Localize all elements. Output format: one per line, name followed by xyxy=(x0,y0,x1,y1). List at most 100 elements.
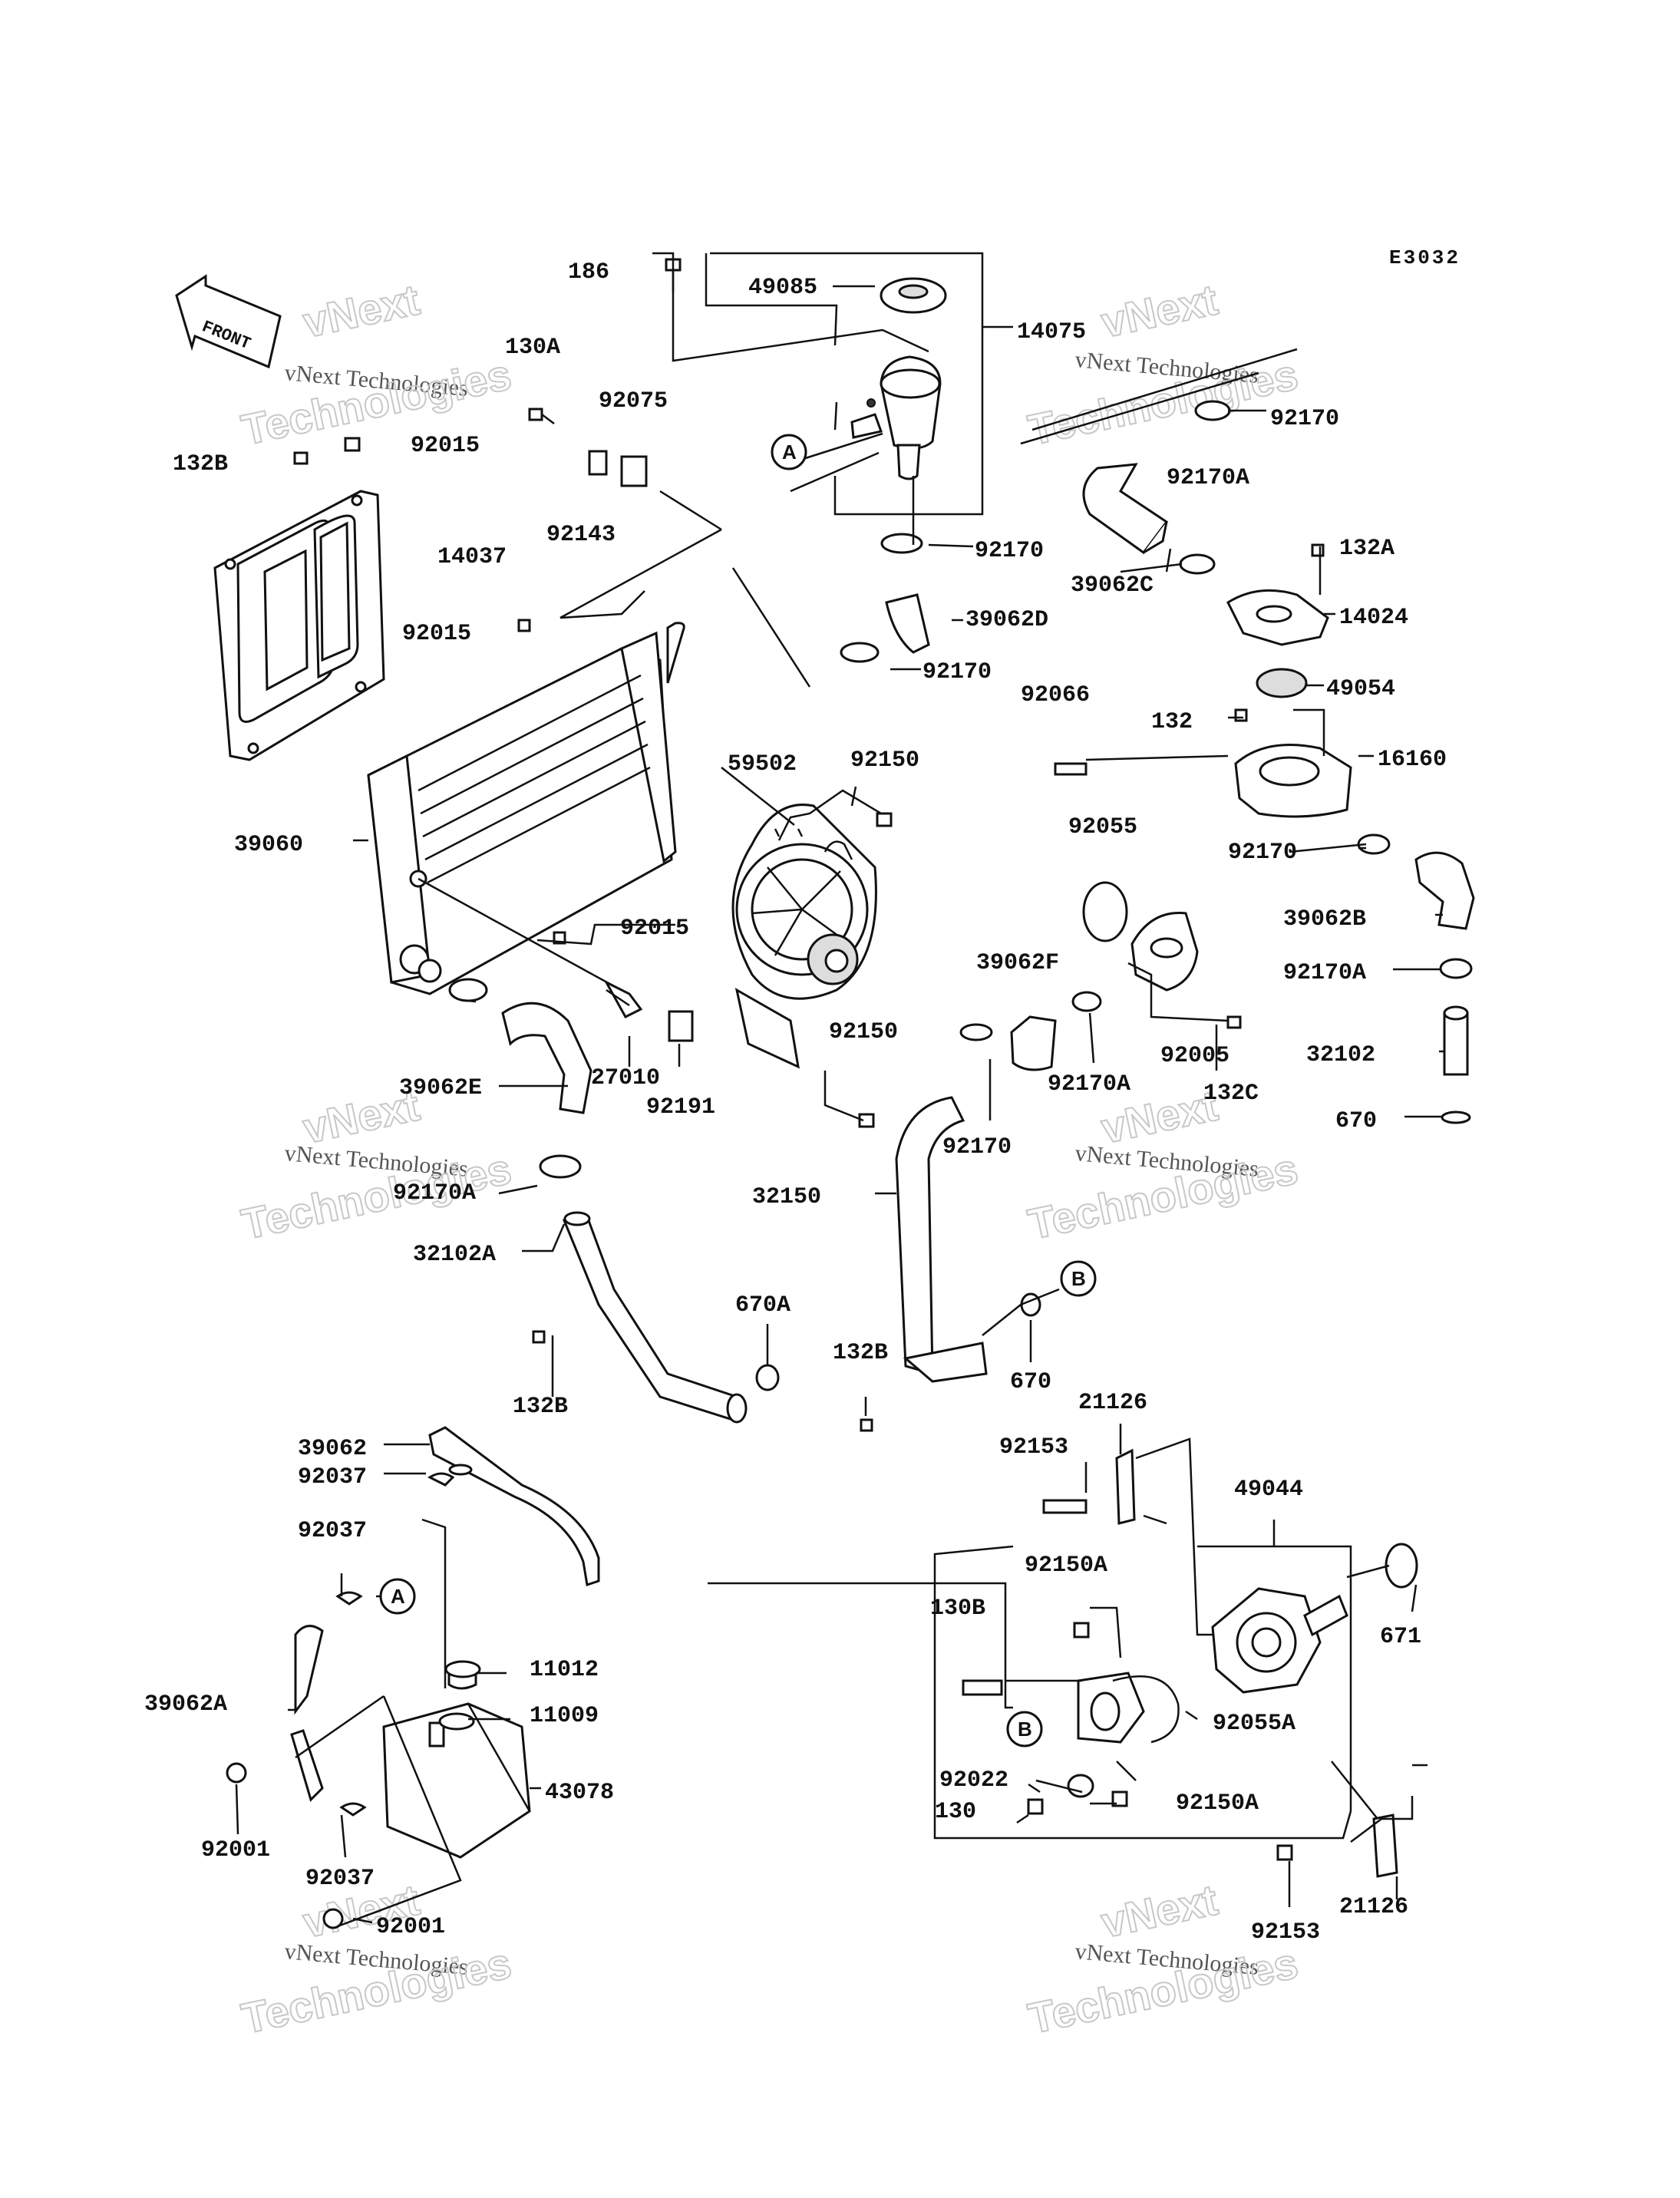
part-label-92075: 92075 xyxy=(599,388,668,414)
part-label-39062C: 39062C xyxy=(1071,573,1154,599)
part-label-92015-a: 92015 xyxy=(411,433,480,459)
svg-text:vNext: vNext xyxy=(1097,275,1221,346)
part-label-92015-b: 92015 xyxy=(402,621,471,647)
part-label-132C: 132C xyxy=(1203,1081,1259,1107)
part-label-92170A-a: 92170A xyxy=(1167,465,1249,491)
watermark-mid-right: vNext vNext Technologies Technologies xyxy=(1023,1080,1302,1249)
leader-lines xyxy=(235,252,1444,1928)
part-label-92143: 92143 xyxy=(546,522,616,548)
svg-text:A: A xyxy=(391,1585,405,1608)
part-label-92055: 92055 xyxy=(1068,814,1137,840)
part-label-59502: 59502 xyxy=(728,751,797,777)
part-label-92150A-b: 92150A xyxy=(1176,1790,1259,1817)
part-label-39062A: 39062A xyxy=(144,1691,227,1718)
part-label-14075: 14075 xyxy=(1017,319,1086,345)
part-label-21126-a: 21126 xyxy=(1078,1390,1147,1416)
part-label-39060: 39060 xyxy=(234,832,303,858)
part-label-92170A-c: 92170A xyxy=(1048,1071,1130,1097)
small-parts xyxy=(226,258,1473,1929)
watermark-bottom-right: vNext vNext Technologies Technologies xyxy=(1023,1874,1302,2043)
part-label-11012: 11012 xyxy=(530,1657,599,1683)
part-label-92055A: 92055A xyxy=(1213,1711,1295,1737)
part-label-671: 671 xyxy=(1380,1624,1421,1650)
part-label-92005: 92005 xyxy=(1160,1043,1229,1069)
part-label-92022: 92022 xyxy=(939,1767,1008,1794)
svg-text:vNext: vNext xyxy=(1097,1875,1221,1946)
part-label-92170-b: 92170 xyxy=(975,538,1044,564)
thermostat-parts xyxy=(1130,589,1469,1076)
part-label-92170-c: 92170 xyxy=(923,659,992,685)
part-label-16160: 16160 xyxy=(1378,747,1447,773)
part-label-130A: 130A xyxy=(505,335,560,361)
part-label-92170-a: 92170 xyxy=(1270,406,1339,432)
part-label-186: 186 xyxy=(568,259,609,285)
cooling-fan-part xyxy=(731,804,877,1069)
part-label-14037: 14037 xyxy=(437,544,507,570)
watermark-mid-left: vNext vNext Technologies Technologies xyxy=(236,1080,516,1249)
water-pump-parts xyxy=(1077,1448,1418,1878)
part-label-92037-a: 92037 xyxy=(298,1464,367,1490)
part-label-92170A-b: 92170A xyxy=(1283,960,1366,986)
part-labels: 186 49085 14075 130A 92075 132B 92015 92… xyxy=(144,259,1447,1946)
part-label-21126-b: 21126 xyxy=(1339,1894,1408,1920)
callout-a-bottom: A xyxy=(379,1578,416,1615)
part-label-39062F: 39062F xyxy=(976,950,1059,976)
part-label-92037-c: 92037 xyxy=(305,1866,375,1892)
part-label-39062: 39062 xyxy=(298,1436,367,1462)
part-label-92150A-a: 92150A xyxy=(1025,1553,1107,1579)
part-label-92001-a: 92001 xyxy=(201,1837,270,1863)
part-label-32102: 32102 xyxy=(1306,1042,1375,1068)
part-label-39062E: 39062E xyxy=(399,1075,482,1101)
part-label-92153-b: 92153 xyxy=(1251,1919,1320,1946)
svg-text:vNext: vNext xyxy=(299,275,423,346)
part-label-92170-d: 92170 xyxy=(1228,840,1297,866)
part-label-92191: 92191 xyxy=(646,1094,715,1120)
part-label-132: 132 xyxy=(1151,709,1193,735)
radiator-screen-part xyxy=(213,490,385,761)
part-label-92015-c: 92015 xyxy=(620,916,689,942)
front-arrow-icon: FRONT xyxy=(175,274,282,369)
diagram-code: E3032 xyxy=(1389,246,1461,269)
part-label-11009: 11009 xyxy=(530,1703,599,1729)
part-label-132A: 132A xyxy=(1339,536,1394,562)
part-label-670-a: 670 xyxy=(1335,1108,1377,1134)
part-label-92153-a: 92153 xyxy=(999,1434,1068,1460)
part-label-92150-a: 92150 xyxy=(850,748,919,774)
part-label-130: 130 xyxy=(935,1799,976,1825)
part-label-92001-b: 92001 xyxy=(376,1914,445,1940)
part-label-132B-low: 132B xyxy=(513,1394,568,1420)
part-label-39062B: 39062B xyxy=(1283,906,1366,932)
part-label-132B-top: 132B xyxy=(173,451,228,477)
part-label-132B-mid: 132B xyxy=(833,1340,888,1366)
part-label-130B: 130B xyxy=(930,1596,985,1622)
part-label-32102A: 32102A xyxy=(413,1242,496,1268)
part-label-43078: 43078 xyxy=(545,1780,614,1806)
part-label-32150: 32150 xyxy=(752,1184,821,1210)
part-label-49054: 49054 xyxy=(1326,676,1395,702)
filler-neck-part xyxy=(850,277,947,480)
part-label-670A: 670A xyxy=(735,1292,790,1318)
part-label-92150-b: 92150 xyxy=(829,1019,898,1045)
part-label-49085: 49085 xyxy=(748,275,817,301)
part-label-49044: 49044 xyxy=(1234,1477,1303,1503)
part-label-27010: 27010 xyxy=(591,1065,660,1091)
radiator-part xyxy=(367,622,685,995)
part-label-92170A-d: 92170A xyxy=(393,1180,476,1206)
part-label-92170-e: 92170 xyxy=(942,1134,1012,1160)
part-label-670-b: 670 xyxy=(1010,1369,1051,1395)
watermark-top-right: vNext vNext Technologies Technologies xyxy=(1023,274,1302,454)
callout-b-bottom: B xyxy=(1006,1711,1043,1748)
part-label-92037-b: 92037 xyxy=(298,1518,367,1544)
watermark-bottom-left: vNext vNext Technologies Technologies xyxy=(236,1874,516,2043)
hose-parts xyxy=(290,463,1475,1859)
callout-a-top: A xyxy=(771,434,807,470)
svg-text:B: B xyxy=(1018,1718,1032,1741)
watermark-top-left: vNext vNext Technologies Technologies xyxy=(236,274,516,454)
svg-text:A: A xyxy=(782,441,797,464)
callout-b-top: B xyxy=(1060,1260,1097,1297)
part-label-14024: 14024 xyxy=(1339,605,1408,631)
part-label-92066: 92066 xyxy=(1021,682,1090,708)
svg-text:B: B xyxy=(1071,1267,1086,1290)
part-label-39062D: 39062D xyxy=(965,607,1048,633)
